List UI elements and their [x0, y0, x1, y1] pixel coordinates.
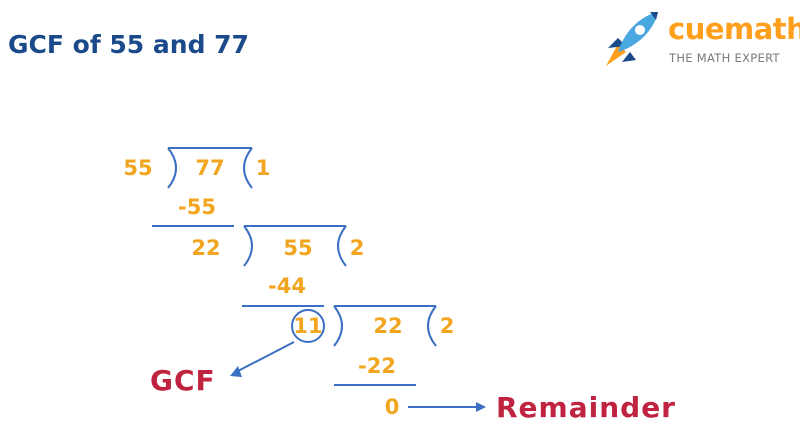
quotient-step2: 2 [349, 236, 365, 260]
divisor-bracket-step3 [333, 305, 343, 347]
quotient-bracket-step3 [427, 305, 437, 347]
page-title: GCF of 55 and 77 [8, 30, 249, 59]
subtract-step1: -55 [178, 195, 216, 219]
gcf-circle [291, 309, 325, 343]
remainder-step3: 0 [384, 395, 400, 419]
gcf-label: GCF [150, 364, 216, 397]
quotient-bracket-step2 [337, 225, 347, 267]
subtract-step3: -22 [358, 354, 396, 378]
remainder-label: Remainder [496, 391, 676, 424]
cuemath-logo: cuemath THE MATH EXPERT [596, 8, 800, 70]
brand-name: cuemath [668, 12, 800, 46]
quotient-bracket-step1 [243, 147, 253, 189]
divisor-bracket-step2 [243, 225, 253, 267]
divisor-step1: 55 [123, 156, 153, 180]
dividend-step3: 22 [373, 314, 403, 338]
remainder-arrowhead [476, 402, 486, 412]
brand-tagline: THE MATH EXPERT [669, 51, 780, 65]
rocket-icon [606, 12, 658, 66]
remainder-step2: 11 [293, 314, 323, 338]
quotient-step3: 2 [439, 314, 455, 338]
divisor-bracket-step1 [167, 147, 177, 189]
subtract-step2: -44 [268, 274, 306, 298]
gcf-arrowhead [230, 366, 242, 377]
dividend-step2: 55 [283, 236, 313, 260]
quotient-step1: 1 [255, 156, 271, 180]
dividend-step1: 77 [195, 156, 225, 180]
remainder-step1: 22 [191, 236, 221, 260]
gcf-arrow [235, 341, 295, 373]
